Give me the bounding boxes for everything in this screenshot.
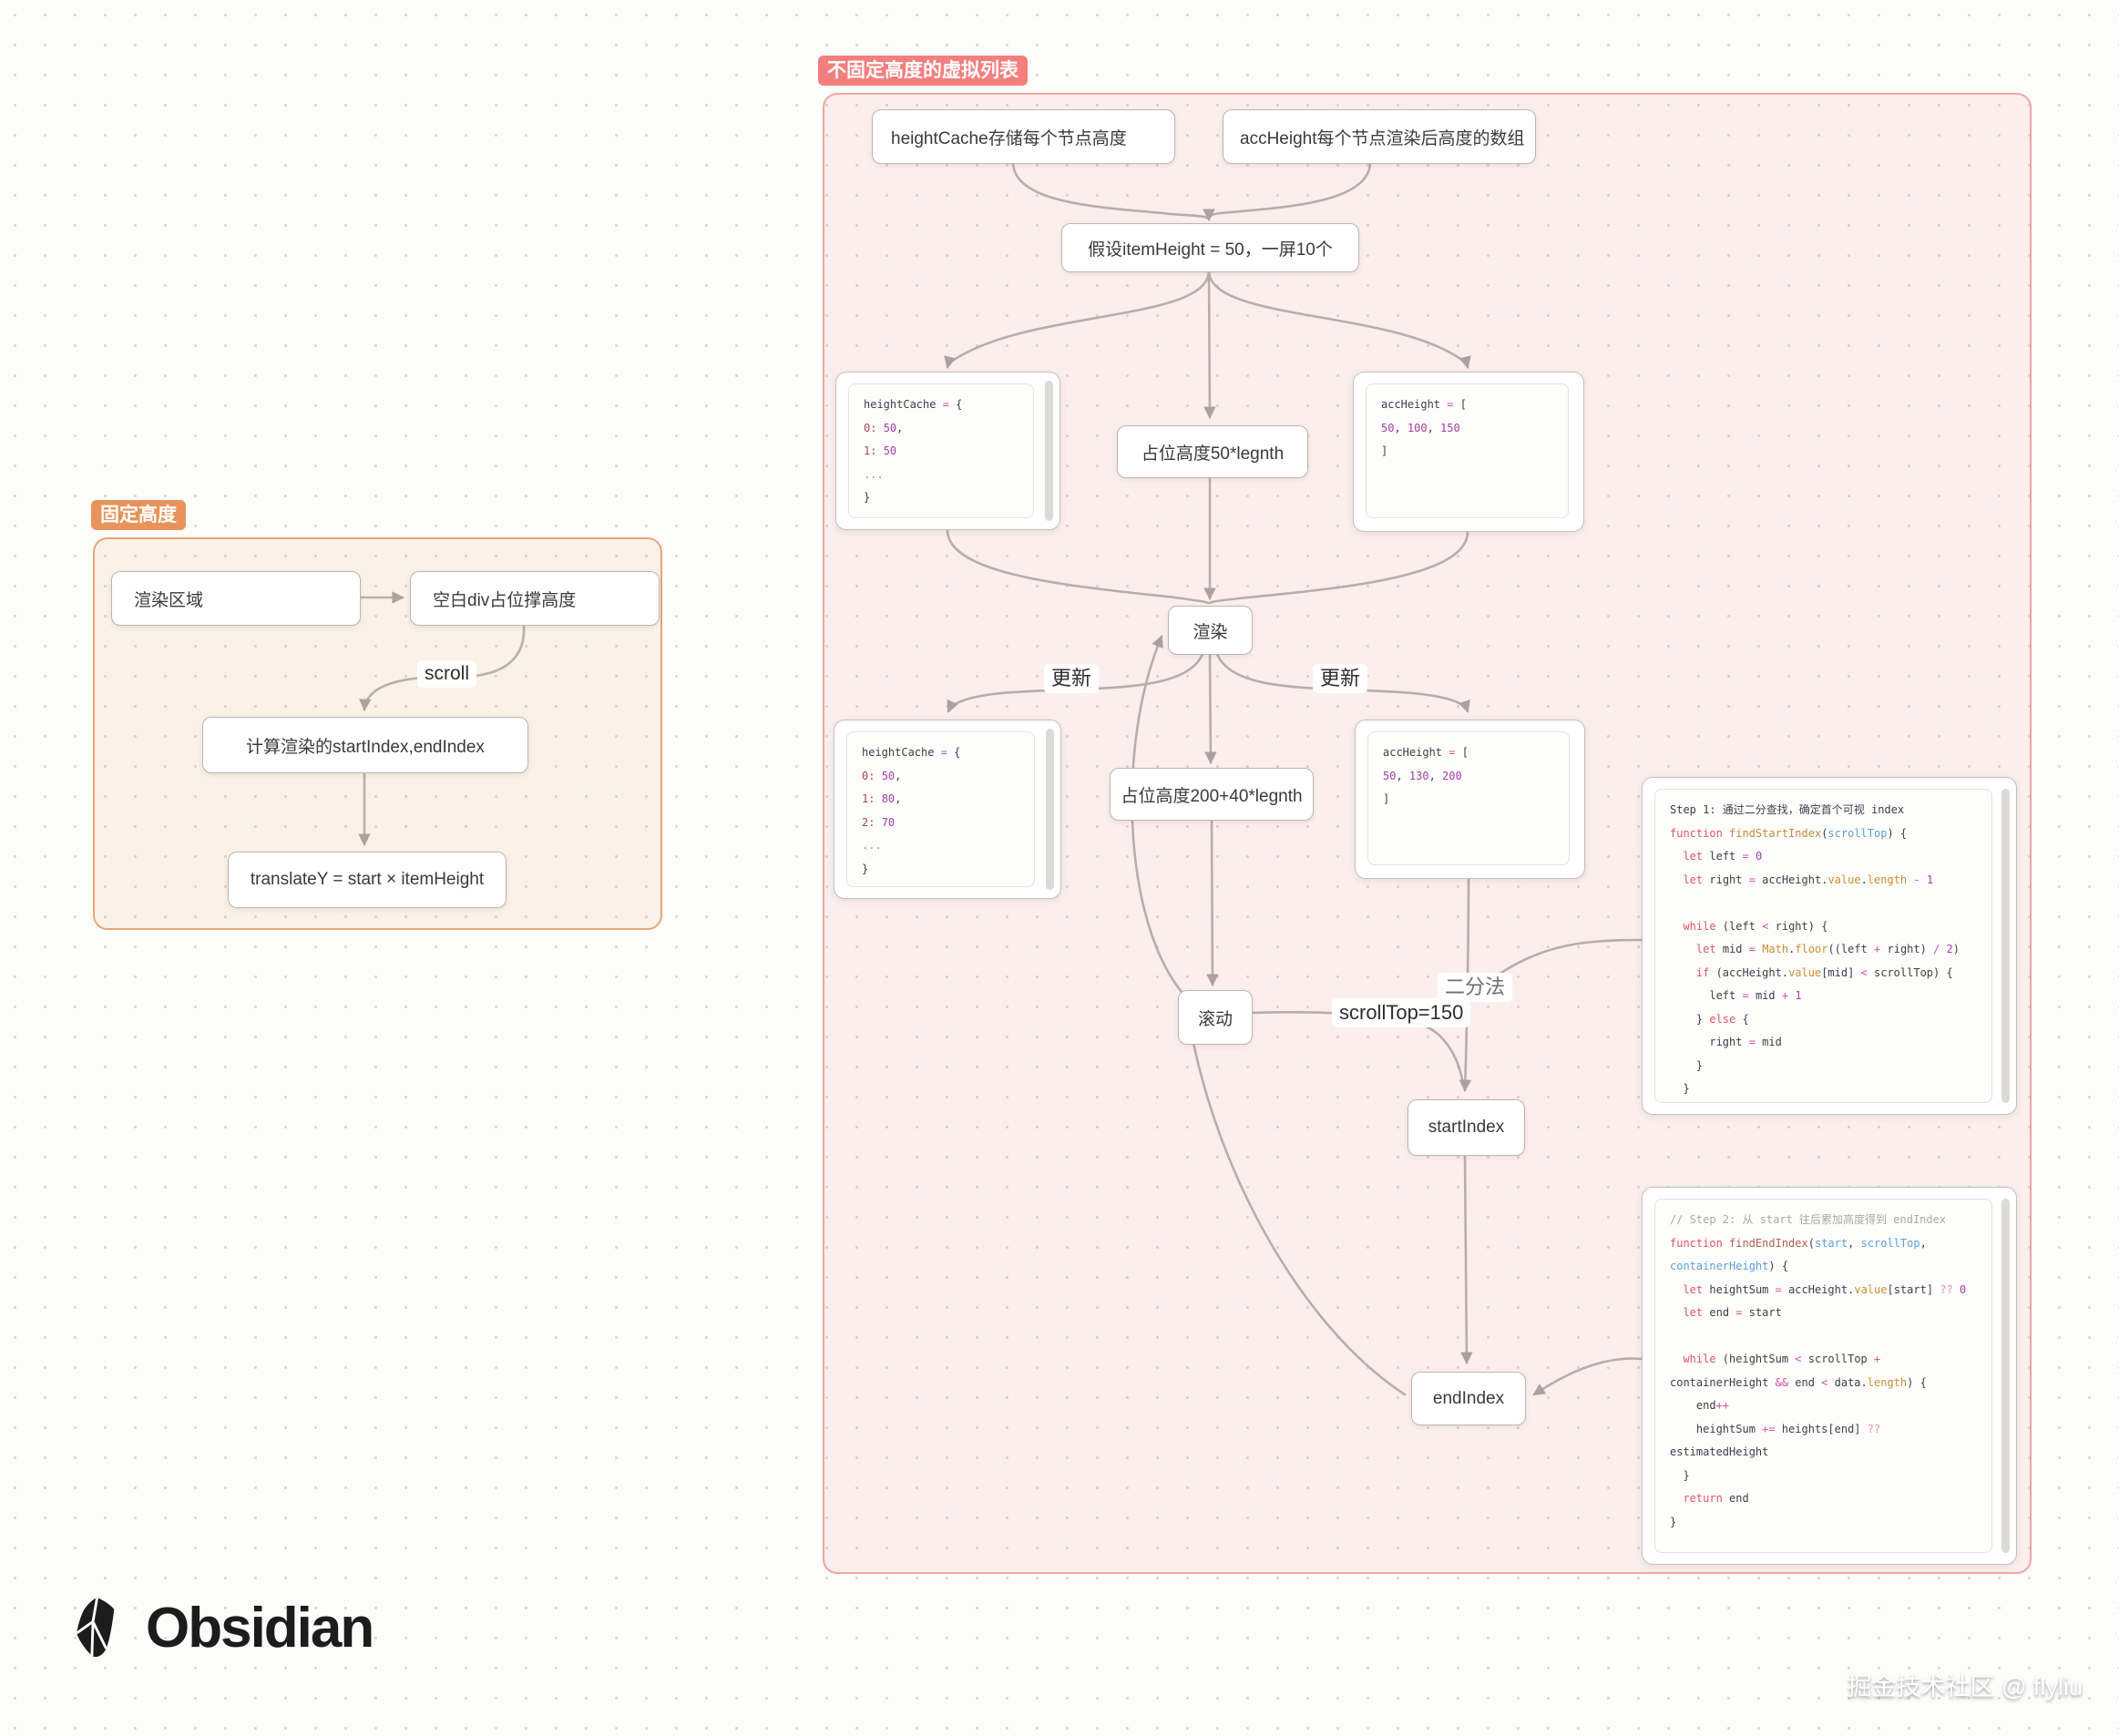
node-placeholder-50-label: 占位高度50*legnth (1141, 444, 1285, 464)
node-heightcache-desc-label: heightCache存储每个节点高度 (891, 128, 1127, 148)
node-end-index-label: endIndex (1432, 1388, 1505, 1408)
card-heightcache-2[interactable]: heightCache = {0: 50,1: 80,2: 70...} (834, 720, 1061, 899)
node-placeholder-200[interactable]: 占位高度200+40*legnth (1110, 768, 1314, 821)
card-accheight-1-code: accHeight = [50, 100, 150] (1366, 383, 1569, 518)
card-accheight-2-code: accHeight = [50, 130, 200] (1367, 731, 1570, 865)
edge-label-binary-search: 二分法 (1438, 973, 1513, 1002)
card-step2-scrollbar[interactable] (2001, 1199, 2010, 1553)
node-render[interactable]: 渲染 (1168, 606, 1253, 655)
group-fixed-height-label[interactable]: 固定高度 (91, 500, 186, 531)
card-heightcache-2-code: heightCache = {0: 50,1: 80,2: 70...} (846, 731, 1035, 887)
node-start-index-label: startIndex (1428, 1118, 1505, 1137)
edge-label-update-right: 更新 (1313, 664, 1368, 693)
card-heightcache-1-scrollbar[interactable] (1045, 381, 1053, 521)
node-render-label: 渲染 (1193, 622, 1228, 642)
node-calc-index-label: 计算渲染的startIndex,endIndex (246, 737, 485, 757)
card-accheight-2[interactable]: accHeight = [50, 130, 200] (1355, 720, 1585, 879)
node-assume-height-label: 假设itemHeight = 50，一屏10个 (1088, 240, 1333, 260)
obsidian-logo-wordmark: Obsidian (146, 1597, 374, 1659)
group-dynamic-height-label[interactable]: 不固定高度的虚拟列表 (818, 56, 1028, 87)
watermark: 掘金技术社区 @ flyliu (1847, 1673, 2083, 1700)
card-heightcache-1[interactable]: heightCache = {0: 50,1: 50...} (835, 372, 1060, 530)
card-step1-scrollbar[interactable] (2001, 789, 2010, 1103)
node-placeholder-50[interactable]: 占位高度50*legnth (1117, 425, 1308, 478)
obsidian-logo-icon (76, 1597, 115, 1658)
card-heightcache-2-scrollbar[interactable] (1046, 729, 1054, 890)
edge-label-scrolltop: scrollTop=150 (1332, 998, 1471, 1027)
edge-label-scroll: scroll (417, 660, 477, 689)
node-scroll[interactable]: 滚动 (1178, 990, 1253, 1045)
node-accheight-desc-label: accHeight每个节点渲染后高度的数组 (1240, 128, 1525, 148)
node-end-index[interactable]: endIndex (1411, 1372, 1526, 1425)
node-start-index[interactable]: startIndex (1408, 1099, 1525, 1156)
node-calc-index[interactable]: 计算渲染的startIndex,endIndex (202, 717, 528, 773)
node-blank-div-label: 空白div占位撑高度 (433, 590, 577, 610)
node-heightcache-desc[interactable]: heightCache存储每个节点高度 (872, 109, 1175, 164)
node-accheight-desc[interactable]: accHeight每个节点渲染后高度的数组 (1223, 109, 1536, 164)
node-render-area-label: 渲染区域 (134, 590, 204, 610)
node-translate-y-label: translateY = start × itemHeight (250, 870, 485, 889)
edge-label-update-left: 更新 (1044, 664, 1100, 693)
node-render-area[interactable]: 渲染区域 (111, 571, 361, 626)
card-accheight-1[interactable]: accHeight = [50, 100, 150] (1353, 372, 1584, 532)
card-heightcache-1-code: heightCache = {0: 50,1: 50...} (848, 383, 1034, 518)
node-placeholder-200-label: 占位高度200+40*legnth (1121, 786, 1303, 806)
node-translate-y[interactable]: translateY = start × itemHeight (228, 852, 507, 908)
node-assume-height[interactable]: 假设itemHeight = 50，一屏10个 (1061, 223, 1359, 272)
obsidian-logo: Obsidian (73, 1596, 374, 1661)
node-scroll-label: 滚动 (1197, 1009, 1233, 1029)
node-blank-div[interactable]: 空白div占位撑高度 (410, 571, 660, 626)
